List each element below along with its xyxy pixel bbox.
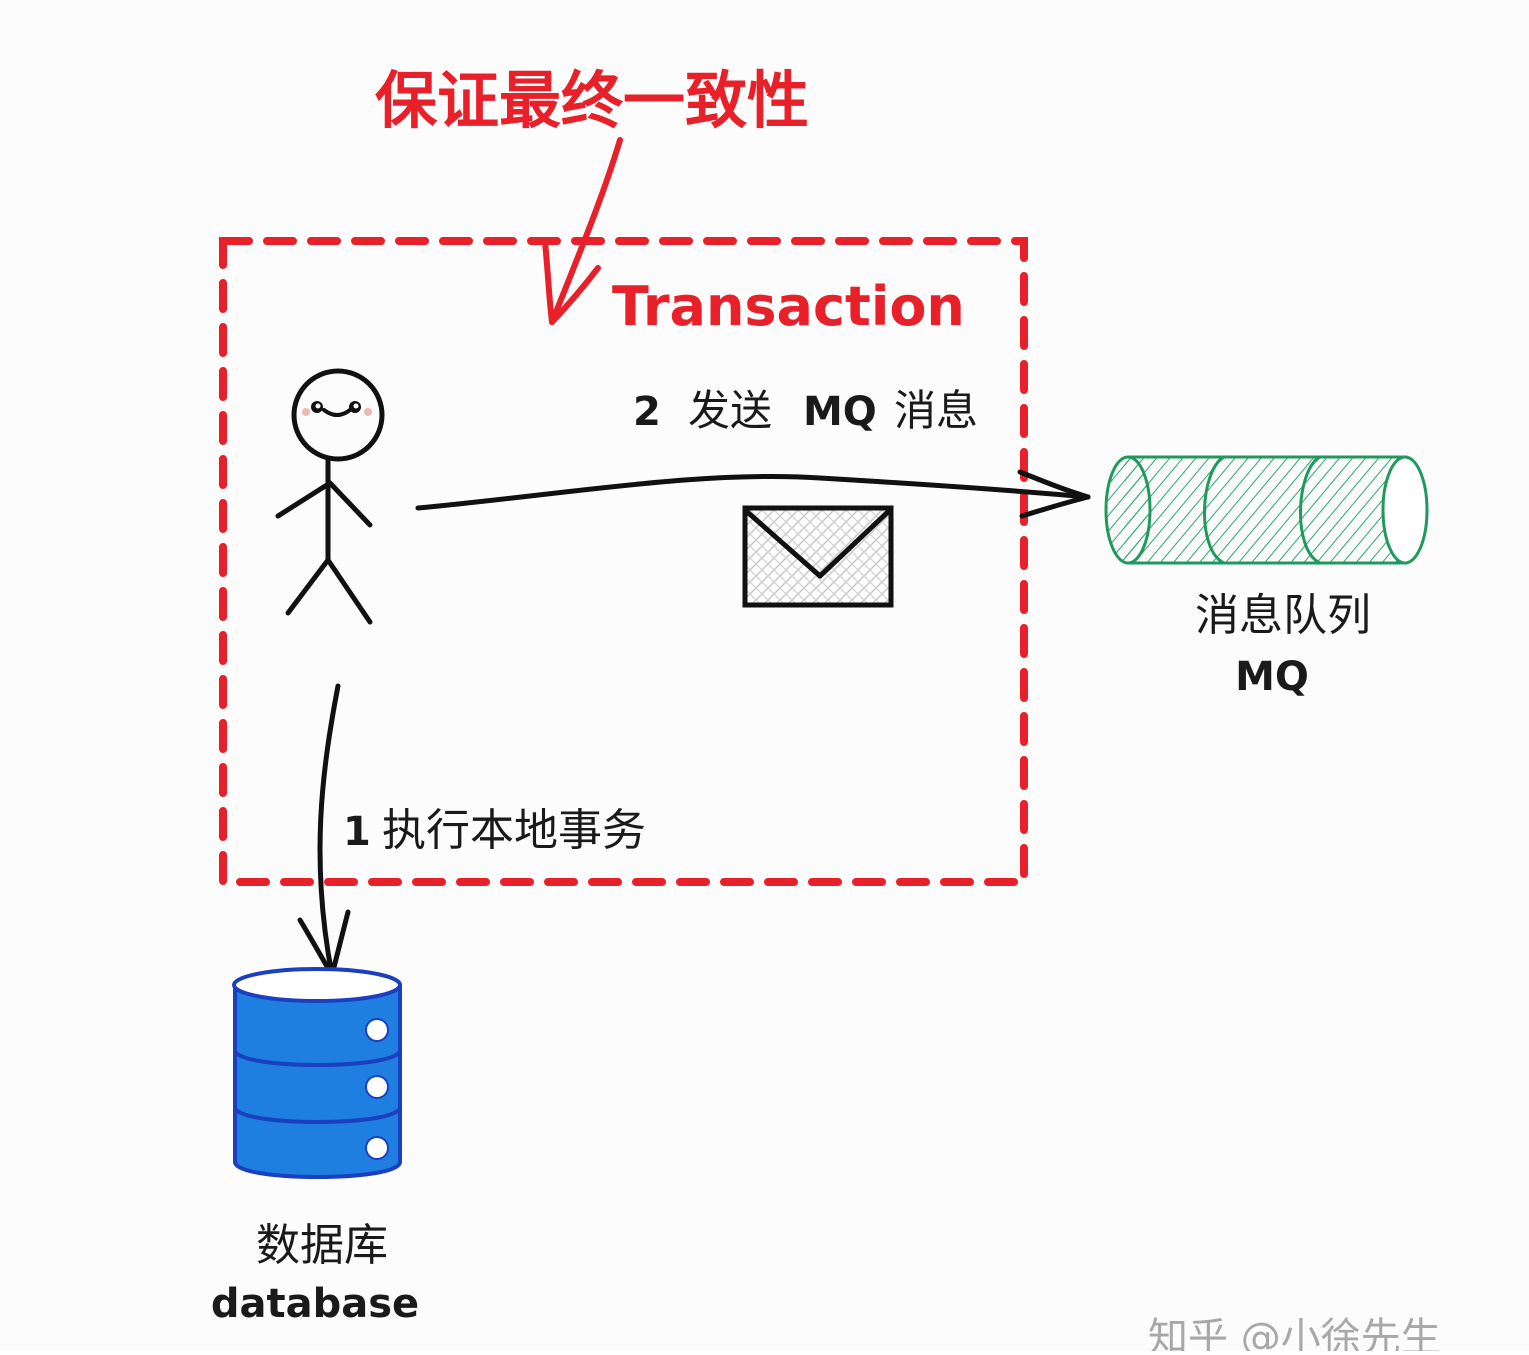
envelope-icon (742, 505, 894, 608)
step-2-label: 2 发送 MQ 消息 (633, 386, 978, 435)
step-2-text2: 消息 (894, 386, 978, 435)
message-queue-cylinder-icon (1104, 455, 1429, 565)
send-mq-arrow (415, 469, 1091, 519)
database-subtitle: database (211, 1281, 419, 1327)
watermark-text: 知乎 @小徐先生 (1148, 1315, 1441, 1351)
step-1-label: 1 执行本地事务 (343, 805, 646, 856)
database-icon (232, 967, 402, 1179)
heading-text: 保证最终一致性 (375, 64, 809, 137)
step-2-mq: MQ (803, 389, 877, 435)
local-tx-arrow (297, 683, 351, 978)
transaction-boundary (219, 237, 1028, 886)
queue-title: 消息队列 (1195, 590, 1371, 641)
queue-subtitle: MQ (1235, 654, 1309, 700)
step-2-text: 发送 (688, 386, 772, 435)
step-1-number: 1 (343, 809, 371, 855)
step-2-number: 2 (633, 389, 661, 435)
heading-arrow (542, 137, 623, 325)
transaction-label: Transaction (612, 275, 965, 338)
database-title: 数据库 (256, 1220, 388, 1271)
step-1-text: 执行本地事务 (382, 805, 646, 856)
stick-figure-icon (275, 368, 385, 625)
